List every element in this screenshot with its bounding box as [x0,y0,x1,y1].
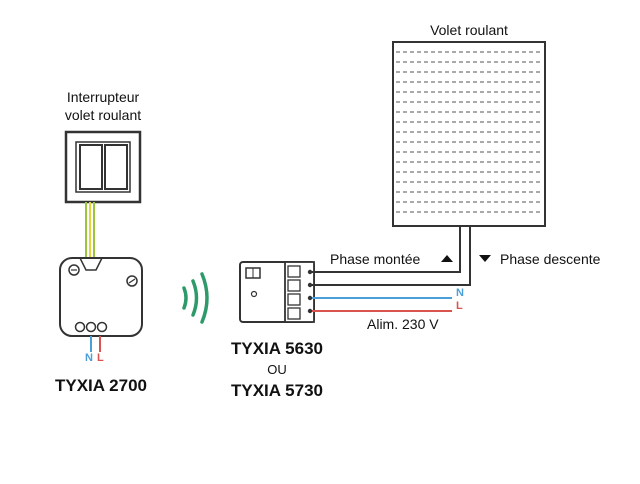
tyxia-5730-name: TYXIA 5730 [231,381,323,400]
tyxia-2700-terminal-l: L [97,352,104,364]
switch-wires [85,202,95,264]
tyxia-2700-name: TYXIA 2700 [55,376,147,395]
switch-label-line2: volet roulant [64,107,142,123]
tyxia-5630-terminal-l: L [456,300,463,312]
or-label: OU [267,362,287,377]
phase-down-label: Phase descente [500,251,601,267]
tyxia-5630-supply-wires [312,297,452,312]
supply-label: Alim. 230 V [367,316,439,332]
tyxia-5630-name: TYXIA 5630 [231,339,323,358]
phase-wires [312,226,471,286]
arrow-up-icon [441,255,453,262]
roller-shutter [392,41,546,227]
shutter-title: Volet roulant [430,22,508,38]
roller-shutter-switch [64,130,142,204]
arrow-down-icon [479,255,491,262]
tyxia-2700-terminal-n: N [85,352,93,364]
tyxia-2700-module [59,257,143,337]
tyxia-5630-name-block: TYXIA 5630 OU TYXIA 5730 [212,338,342,401]
tyxia-5630-module [239,261,315,323]
switch-label: Interrupteur volet roulant [40,88,166,124]
radio-waves-icon [182,272,209,324]
phase-up-label: Phase montée [330,251,421,267]
tyxia-2700-supply-wires [90,336,101,352]
tyxia-5630-terminal-n: N [456,287,464,299]
switch-label-line1: Interrupteur [66,89,140,105]
